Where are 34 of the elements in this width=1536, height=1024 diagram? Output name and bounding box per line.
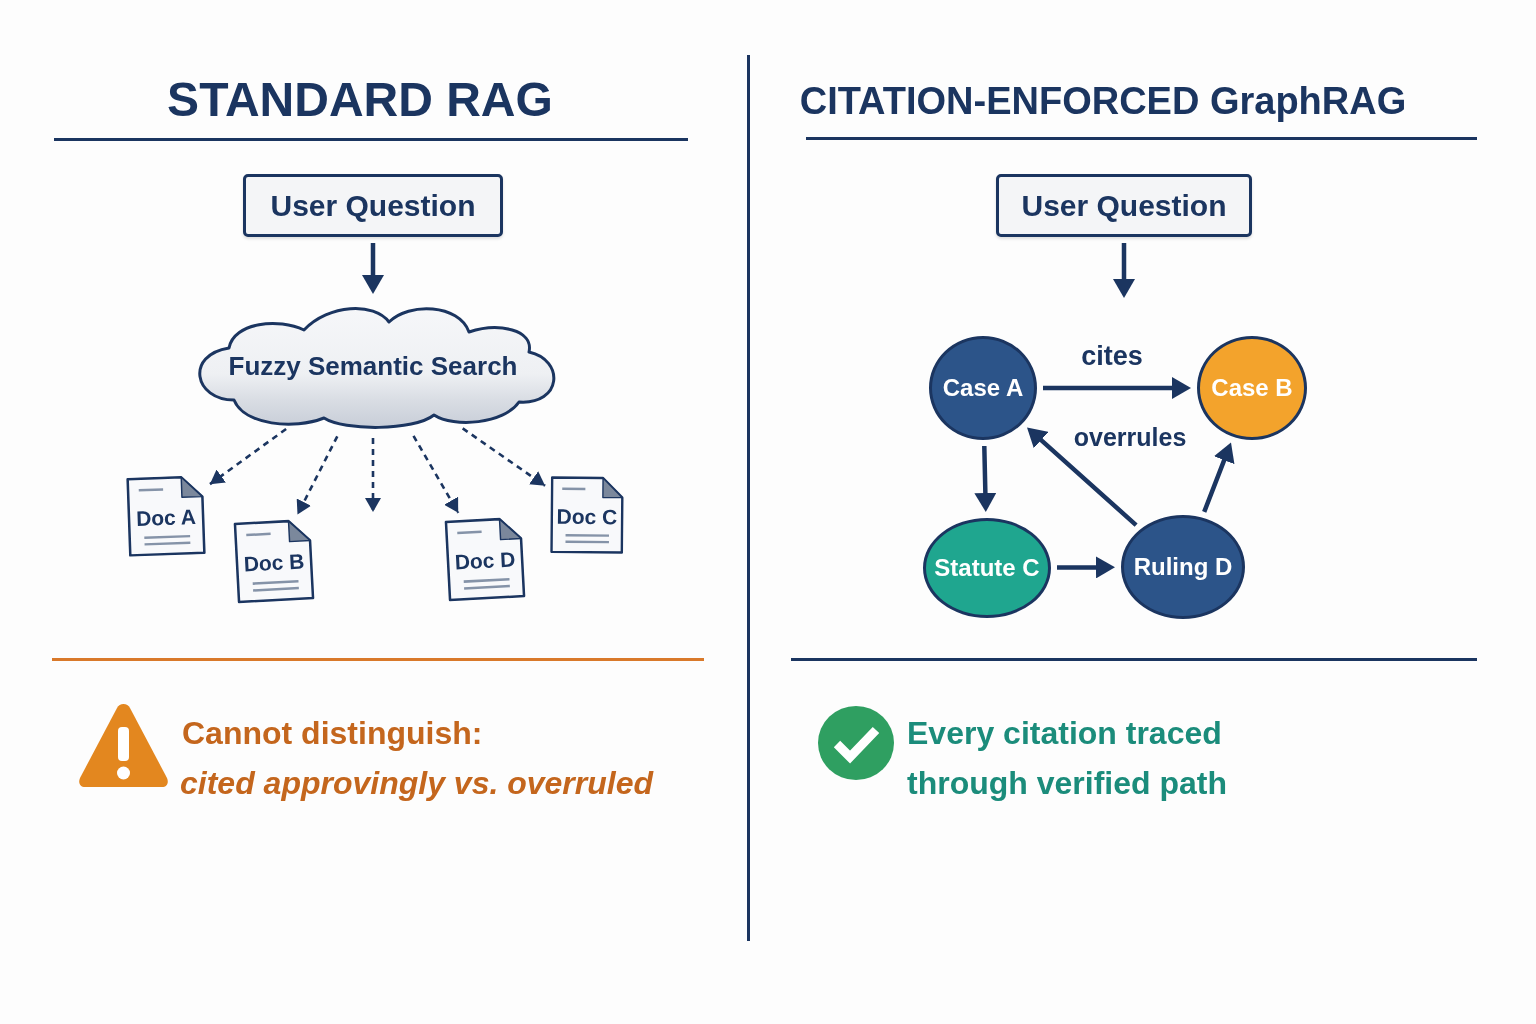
dashed-arrow	[412, 435, 460, 514]
node-title: Case B	[1211, 373, 1293, 403]
warning-text: Cannot distinguish:	[182, 714, 483, 753]
node-title: Statute C	[934, 553, 1040, 583]
dashed-arrow	[209, 427, 287, 486]
node-title: Ruling D	[1133, 552, 1233, 582]
document-title: Doc D	[454, 546, 517, 576]
dashed-arrow	[365, 438, 381, 512]
question-text: User Question	[1021, 188, 1227, 224]
question-box	[243, 174, 503, 237]
document-page	[232, 518, 316, 604]
arrow	[1113, 243, 1135, 298]
question-box	[996, 174, 1252, 237]
dashed-arrow	[461, 427, 546, 487]
arrow	[1025, 425, 1138, 527]
arrow	[1202, 441, 1235, 513]
arrow	[1043, 377, 1191, 399]
success-text: Every citation traced through verified path	[907, 714, 1228, 803]
document-page	[443, 516, 527, 602]
dashed-arrow	[296, 435, 339, 516]
document-page	[549, 475, 625, 555]
section-heading: STANDARD RAG	[166, 76, 554, 124]
node-title: Case A	[942, 373, 1024, 403]
section-heading: CITATION-ENFORCED GraphRAG	[798, 82, 1408, 120]
document-page	[125, 474, 207, 558]
arrow	[1057, 556, 1115, 579]
document-title: Doc B	[243, 548, 306, 578]
document-title: Doc C	[556, 504, 618, 531]
arrow	[974, 445, 997, 513]
document-title: Doc A	[135, 504, 197, 533]
arrow	[362, 243, 384, 294]
warning-text: cited approvingly vs. overruled	[180, 764, 654, 803]
question-text: User Question	[270, 188, 476, 224]
cloud-text: Fuzzy Semantic Search	[228, 349, 518, 383]
